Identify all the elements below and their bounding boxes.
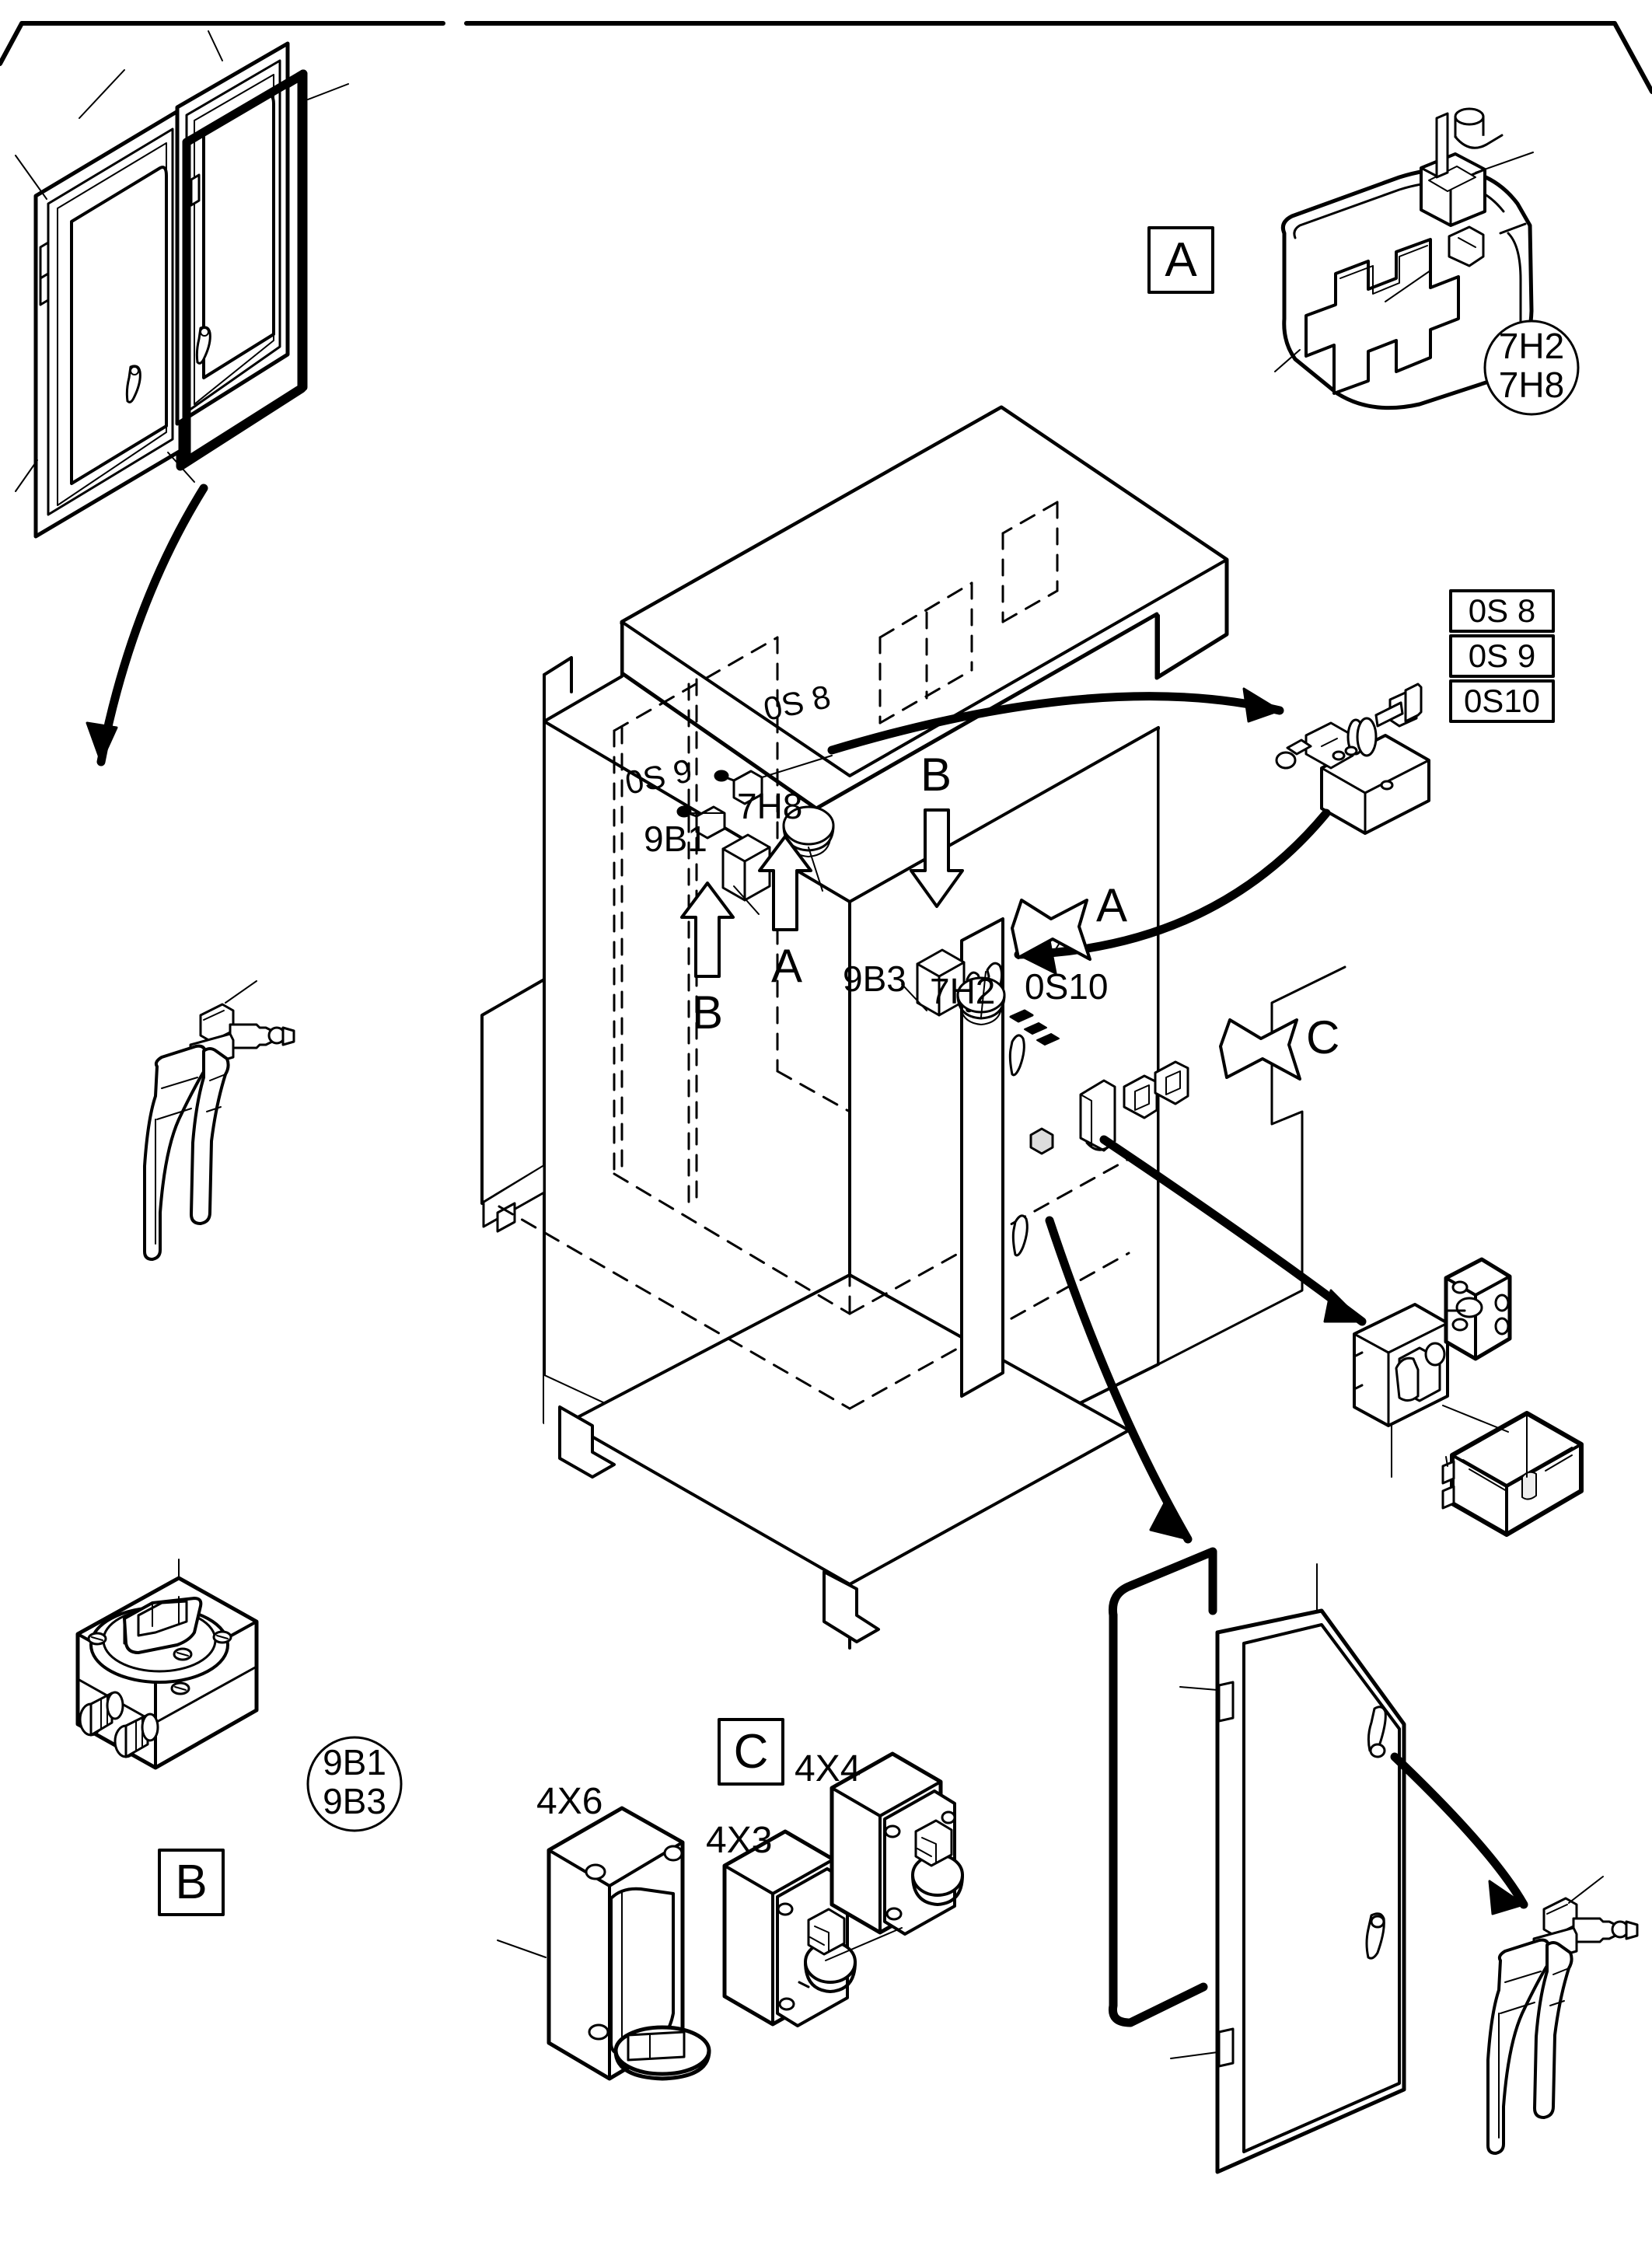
socket-label-4x6: 4X6 <box>536 1781 603 1822</box>
detail-a-part <box>1274 107 1534 410</box>
section-arrow-label-c-left: C <box>1306 1011 1340 1063</box>
section-arrow-b-down <box>910 808 964 908</box>
callout-box-0s10: 0S10 <box>1463 683 1541 719</box>
cabinet-label-9b1: 9B1 <box>644 819 707 859</box>
section-arrow-label-a-up: A <box>771 940 803 992</box>
lower-door-handle <box>1486 1876 1639 2155</box>
section-arrow-a-up <box>758 835 812 931</box>
socket-label-4x3: 4X3 <box>706 1820 773 1861</box>
cabinet-label-7h8: 7H8 <box>737 786 803 826</box>
section-arrow-b-up <box>680 882 735 978</box>
detail-box-c-label: C <box>733 1725 769 1779</box>
upper-door-handle <box>143 980 295 1261</box>
detail-box-b-label: B <box>175 1856 208 1909</box>
section-arrow-label-b-down: B <box>920 749 952 801</box>
section-arrow-a-left <box>1011 899 1091 961</box>
section-arrow-label-b-up: B <box>692 986 724 1039</box>
cabinet-label-9b3: 9B3 <box>843 958 906 999</box>
upper-door-assembly-2 <box>175 30 349 466</box>
section-arrow-label-a-left: A <box>1096 879 1128 931</box>
callout-frames <box>158 226 1580 1916</box>
main-cabinet <box>480 405 1346 1650</box>
sheet-border <box>0 21 1652 94</box>
callout-box-0s9: 0S 9 <box>1468 637 1536 674</box>
circle-callout-9b1: 9B1 <box>323 1742 386 1782</box>
cabinet-label-7h2: 7H2 <box>930 971 996 1011</box>
cabinet-label-0s10: 0S10 <box>1025 966 1109 1007</box>
circle-callout-7h8: 7H8 <box>1498 365 1565 405</box>
callout-box-0s8: 0S 8 <box>1468 592 1536 629</box>
detail-a-leader-arc <box>827 687 1284 755</box>
detail-box-a-label: A <box>1165 233 1197 287</box>
socket-label-4x4: 4X4 <box>795 1748 861 1789</box>
limit-switch-part <box>1275 683 1430 835</box>
right-socket-assembly <box>1353 1257 1584 1537</box>
leader-arcs <box>1014 808 1367 1544</box>
upper-door-handle-leader <box>86 484 208 766</box>
detail-c-parts <box>497 1751 964 2081</box>
cabinet-top-components <box>676 755 1074 1046</box>
section-arrow-c-left <box>1219 1018 1301 1081</box>
detail-b-part <box>75 1559 259 1770</box>
lower-door-assembly <box>1108 1547 1528 2174</box>
circle-callout-7h2: 7H2 <box>1498 326 1565 366</box>
circle-callout-9b3: 9B3 <box>323 1781 386 1821</box>
